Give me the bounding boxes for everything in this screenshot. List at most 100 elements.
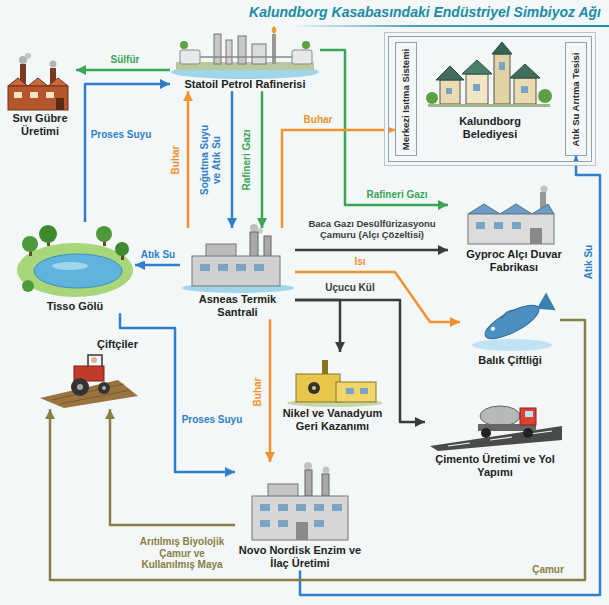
town-picture: [499, 62, 505, 70]
power-plant-picture: [250, 224, 258, 232]
power-plant-picture: [250, 232, 258, 258]
town-picture: [473, 84, 480, 91]
flow-label: Soğutma Suyu ve Atık Su: [199, 121, 222, 200]
service-label: Merkezi Isıtma Sistemi: [401, 45, 412, 153]
cement-truck-picture: [480, 406, 520, 426]
town-picture: [446, 88, 452, 94]
flow-arrow: [282, 130, 395, 228]
fertilizer-plant-picture: [56, 98, 64, 110]
cement-truck-picture: [481, 428, 491, 438]
flow-arrow: [135, 264, 180, 267]
refinery-picture: [302, 41, 310, 49]
power-plant-picture: [182, 224, 294, 293]
flow-label: Baca Gazı Desülfürizasyonu Çamuru (Alçı …: [295, 219, 449, 241]
pharma-plant-picture: [252, 496, 348, 540]
pharma-plant-picture: [252, 462, 348, 540]
tractor-picture: [52, 384, 130, 404]
cement-truck-picture: [520, 408, 536, 425]
service-strip: Merkezi Isıtma Sistemi: [395, 42, 417, 156]
power-plant-picture: [192, 256, 280, 286]
power-plant-picture: [236, 264, 246, 271]
town-picture: [510, 64, 540, 78]
flow-label: Proses Suyu: [89, 129, 154, 141]
node-label: Statoil Petrol Rafinerisi: [170, 78, 320, 91]
flow-label: Rafineri Gazı: [241, 127, 253, 192]
pharma-plant-picture: [314, 520, 324, 527]
refinery-picture: [200, 56, 292, 58]
metal-recovery-picture: [346, 388, 354, 394]
flow-arrow: [110, 409, 235, 525]
flow-label: Proses Suyu: [180, 414, 245, 426]
town-picture: [494, 54, 510, 104]
pharma-plant-picture: [260, 504, 270, 511]
metal-recovery-picture: [360, 388, 368, 394]
gypsum-plant-picture: [494, 222, 503, 229]
refinery-picture: [252, 44, 266, 64]
refinery-picture: [171, 26, 319, 79]
diagram-title: Kalundborg Kasabasındaki Endüstriyel Sim…: [249, 4, 601, 20]
gypsum-plant-picture: [530, 228, 542, 244]
refinery-picture: [238, 36, 246, 64]
fish-picture: [490, 326, 495, 331]
fertilizer-plant-picture: [14, 92, 22, 98]
pharma-plant-picture: [305, 470, 312, 496]
fish-picture: [472, 339, 552, 351]
flow-label: Sülfür: [109, 54, 142, 66]
fish-picture: [532, 293, 556, 318]
lake-picture: [115, 242, 129, 256]
node-label: Sıvı Gübre Üretimi: [4, 112, 76, 138]
cement-truck-picture: [523, 428, 533, 438]
tractor-picture: [88, 355, 102, 367]
flow-arrow: [295, 272, 460, 322]
facility-node: Nikel ve Vanadyum Geri Kazanımı: [275, 352, 390, 433]
fish-picture: [481, 299, 543, 345]
fertilizer-plant-picture: [8, 78, 68, 86]
town-picture: [428, 104, 550, 107]
flow-label: Arıtılmış Biyolojik Çamur ve Kullanılmış…: [133, 536, 232, 571]
fertilizer-plant-picture: [50, 61, 57, 68]
cement-truck-picture: [448, 431, 552, 446]
facility-node: Gyproc Alçı Duvar Fabrikası: [448, 188, 580, 274]
facility-node: Çiftçiler: [38, 338, 138, 409]
town-picture: [538, 89, 552, 103]
facility-node: Tisso Gölü: [15, 222, 135, 313]
node-label: Kalundborg Belediyesi: [439, 115, 541, 141]
flow-arrow: [320, 50, 448, 205]
lake-picture: [52, 262, 88, 270]
lake-picture: [17, 225, 133, 297]
pharma-plant-picture: [304, 462, 312, 470]
pharma-plant-picture: [332, 504, 342, 511]
cement-truck-picture: [430, 406, 562, 451]
flow-arrow: [76, 69, 170, 72]
tractor-picture: [91, 357, 97, 363]
flow-label: Uçucu Kül: [323, 282, 376, 294]
fish-picture: [472, 291, 556, 351]
tractor-picture: [40, 355, 138, 408]
power-plant-picture: [264, 236, 271, 258]
facility-node: Asneas Termik Santrali: [180, 228, 295, 319]
lake-picture: [34, 254, 122, 288]
lake-picture: [22, 236, 38, 252]
tractor-picture: [98, 382, 110, 394]
gypsum-plant-picture: [541, 186, 548, 193]
cement-truck-picture: [525, 411, 533, 417]
pharma-plant-picture: [296, 522, 308, 540]
tractor-picture: [77, 384, 83, 390]
pharma-plant-picture: [323, 467, 330, 474]
flow-arrow: [295, 249, 448, 252]
flow-label: Buhar: [252, 376, 264, 409]
tractor-picture: [102, 386, 106, 390]
pharma-plant-picture: [278, 520, 288, 527]
metal-recovery-picture: [296, 374, 340, 402]
tractor-picture: [71, 378, 89, 396]
metal-recovery-picture: [308, 382, 320, 394]
flow-label: Atık Su: [583, 243, 595, 281]
service-strip: Atık Su Arıtma Tesisi: [565, 42, 587, 156]
town-picture: [514, 78, 536, 104]
pharma-plant-picture: [322, 474, 329, 496]
flow-label: Rafineri Gazı: [364, 189, 429, 201]
flow-arrow: [261, 91, 264, 228]
node-label: Çimento Üretimi ve Yol Yapımı: [425, 453, 565, 479]
